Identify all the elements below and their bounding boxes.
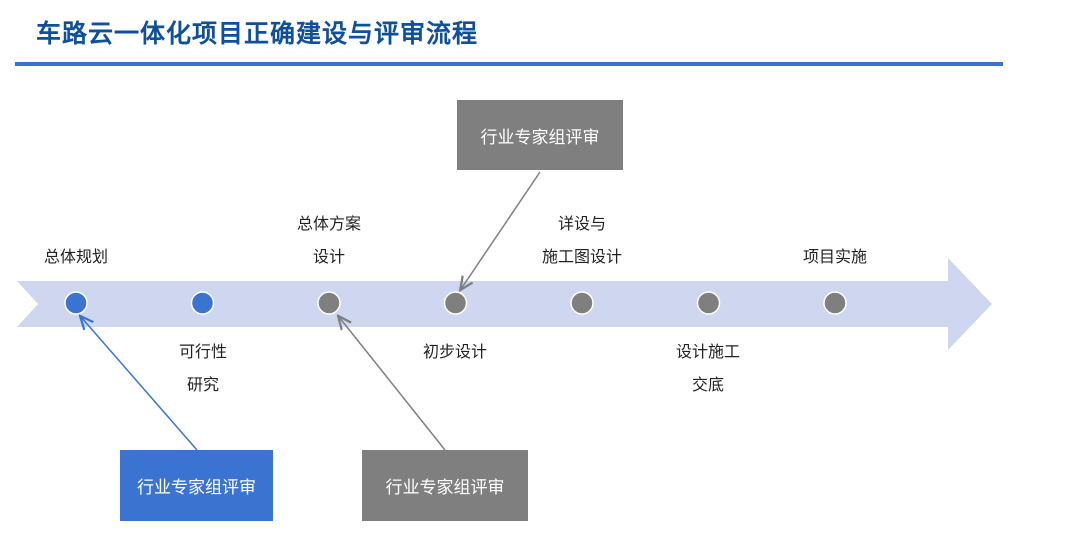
stage-dot [570,291,594,315]
stage-text: 初步设计 [422,342,487,361]
review-box-scheme: 行业专家组评审 [362,450,528,521]
page-title: 车路云一体化项目正确建设与评审流程 [36,19,479,48]
stage-dot [64,291,88,315]
review-label: 行业专家组评审 [385,478,505,498]
stage-text: 总体规划 [43,247,108,266]
stage-label-3: 总体方案设计 [259,207,399,273]
stage-dot [696,291,721,315]
stage-label-6: 设计施工交底 [638,335,778,401]
stage-text: 设计 [312,247,345,266]
review-box-planning: 行业专家组评审 [120,450,273,521]
stage-text: 设计施工 [675,342,740,361]
stage-label-2: 可行性研究 [133,335,273,401]
title-divider [15,62,1003,66]
stage-dot [443,291,468,315]
review-box-design: 行业专家组评审 [457,100,623,170]
review-label: 行业专家组评审 [137,478,256,498]
stage-label-5: 详设与施工图设计 [512,207,652,273]
review-arrow-3 [461,171,541,289]
stage-dot [317,291,341,315]
stage-dot [823,291,847,315]
stage-text: 可行性 [178,342,227,361]
stage-text: 总体方案 [296,214,361,233]
review-arrow-1 [81,317,198,451]
stage-text: 研究 [186,375,219,394]
stage-label-1: 总体规划 [6,240,146,273]
stage-text: 详设与 [557,214,606,233]
stage-text: 项目实施 [802,247,867,266]
stage-dot [190,291,215,315]
stage-label-7: 项目实施 [765,240,905,273]
stage-label-4: 初步设计 [385,335,525,368]
stage-text: 施工图设计 [541,247,622,266]
review-label: 行业专家组评审 [480,127,600,148]
stage-text: 交底 [691,375,724,394]
review-arrow-2 [339,317,446,451]
timeline-arrow [17,258,992,350]
